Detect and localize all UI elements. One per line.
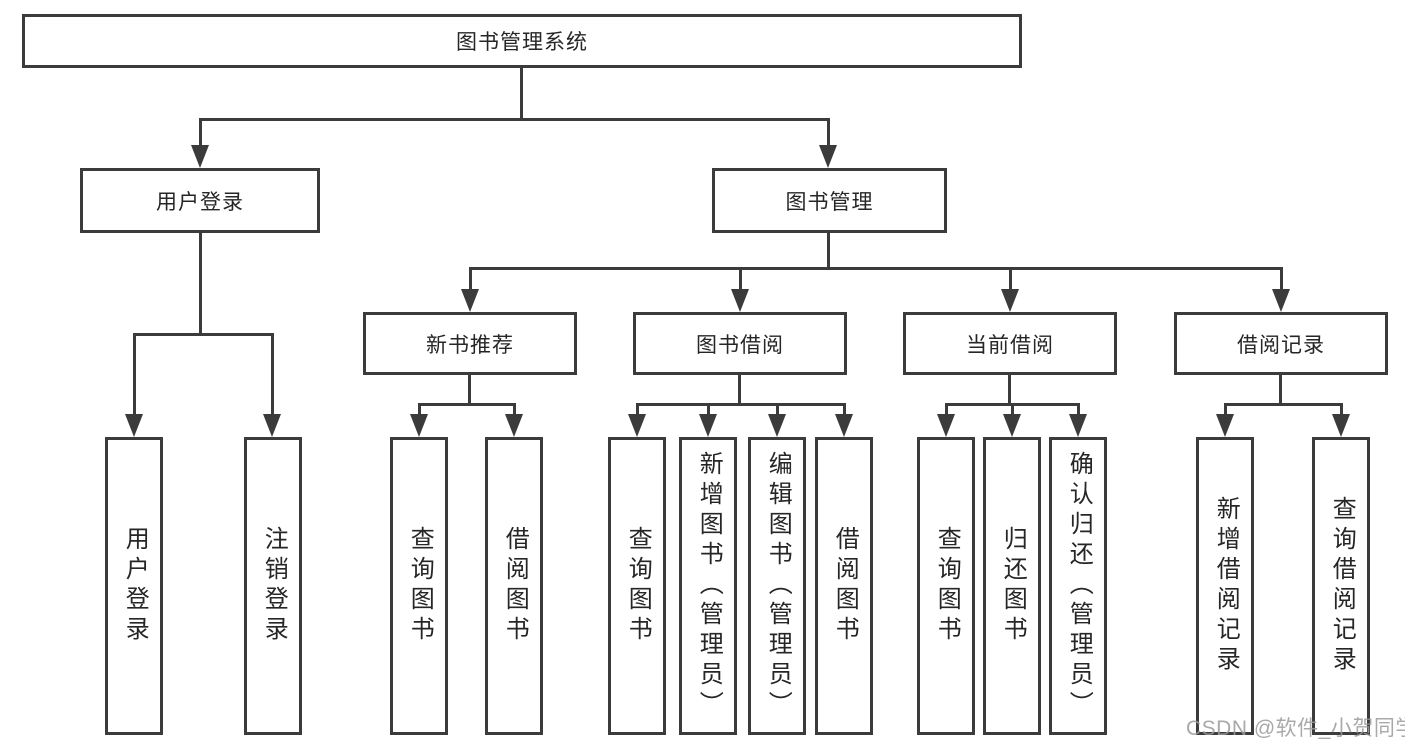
connector-drop <box>418 403 421 419</box>
connector-drop <box>843 403 846 419</box>
arrowhead-down-icon <box>1272 289 1290 312</box>
connector-crossbar <box>1224 403 1343 406</box>
arrowhead-down-icon <box>125 414 143 437</box>
leaf-user-login: 用户登录 <box>105 437 163 735</box>
connector-drop <box>739 267 742 294</box>
arrowhead-down-icon <box>410 414 428 437</box>
node-label: 归还图书 <box>999 526 1027 646</box>
node-label: 图书管理 <box>785 190 874 214</box>
arrowhead-down-icon <box>835 414 853 437</box>
node-current-borrowing: 当前借阅 <box>903 312 1117 375</box>
arrowhead-down-icon <box>819 145 837 168</box>
leaf-add-book-admin: 新增图书（管理员） <box>679 437 737 735</box>
connector-crossbar <box>418 403 516 406</box>
node-label: 查询图书 <box>406 526 434 646</box>
arrowhead-down-icon <box>263 414 281 437</box>
node-label: 编辑图书（管理员） <box>764 451 792 721</box>
node-book-management: 图书管理 <box>712 168 947 233</box>
leaf-query-borrow-record: 查询借阅记录 <box>1312 437 1370 735</box>
connector-crossbar <box>199 118 830 121</box>
node-new-book-recommend: 新书推荐 <box>363 312 577 375</box>
leaf-logout: 注销登录 <box>244 437 302 735</box>
arrowhead-down-icon <box>505 414 523 437</box>
node-label: 用户登录 <box>121 526 149 646</box>
connector-drop <box>1077 403 1080 419</box>
arrowhead-down-icon <box>1001 289 1019 312</box>
connector-drop <box>1009 267 1012 294</box>
connector-crossbar <box>636 403 846 406</box>
leaf-query-books-current: 查询图书 <box>917 437 975 735</box>
connector-drop <box>469 267 472 294</box>
node-label: 查询图书 <box>624 526 652 646</box>
connector-crossbar <box>133 333 274 336</box>
arrowhead-down-icon <box>937 414 955 437</box>
watermark: CSDN @软件_小贺同学 <box>1186 717 1405 740</box>
node-label: 当前借阅 <box>966 333 1054 357</box>
arrowhead-down-icon <box>1003 414 1021 437</box>
leaf-query-books-recommend: 查询图书 <box>390 437 448 735</box>
connector-drop <box>271 333 274 417</box>
connector-stem <box>738 375 741 406</box>
leaf-confirm-return-admin: 确认归还（管理员） <box>1049 437 1107 735</box>
connector-drop <box>827 118 830 150</box>
node-label: 新增借阅记录 <box>1212 496 1240 676</box>
node-label: 图书管理系统 <box>456 31 588 54</box>
leaf-edit-book-admin: 编辑图书（管理员） <box>748 437 806 735</box>
connector-drop <box>707 403 710 419</box>
node-book-borrowing: 图书借阅 <box>633 312 847 375</box>
arrowhead-down-icon <box>699 414 717 437</box>
connector-stem <box>827 233 830 270</box>
arrowhead-down-icon <box>768 414 786 437</box>
connector-stem <box>468 375 471 406</box>
connector-drop <box>1224 403 1227 419</box>
connector-drop <box>513 403 516 419</box>
leaf-add-borrow-record: 新增借阅记录 <box>1196 437 1254 735</box>
connector-drop <box>776 403 779 419</box>
leaf-borrow-books: 借阅图书 <box>815 437 873 735</box>
node-label: 图书借阅 <box>696 333 784 357</box>
node-label: 借阅图书 <box>501 526 529 646</box>
arrowhead-down-icon <box>1332 414 1350 437</box>
arrowhead-down-icon <box>731 289 749 312</box>
node-user-login: 用户登录 <box>80 168 320 233</box>
node-label: 借阅记录 <box>1237 333 1325 357</box>
connector-drop <box>199 118 202 150</box>
leaf-return-book: 归还图书 <box>983 437 1041 735</box>
node-root-system: 图书管理系统 <box>22 14 1022 68</box>
node-label: 新增图书（管理员） <box>695 451 723 721</box>
connector-stem <box>1279 375 1282 406</box>
connector-drop <box>945 403 948 419</box>
node-borrowing-records: 借阅记录 <box>1174 312 1388 375</box>
arrowhead-down-icon <box>628 414 646 437</box>
arrowhead-down-icon <box>461 289 479 312</box>
connector-drop <box>1280 267 1283 294</box>
node-label: 新书推荐 <box>426 333 514 357</box>
connector-drop <box>1011 403 1014 419</box>
arrowhead-down-icon <box>191 145 209 168</box>
leaf-borrow-books-recommend: 借阅图书 <box>485 437 543 735</box>
node-label: 确认归还（管理员） <box>1065 451 1093 721</box>
node-label: 查询借阅记录 <box>1328 496 1356 676</box>
arrowhead-down-icon <box>1216 414 1234 437</box>
leaf-query-books-borrow: 查询图书 <box>608 437 666 735</box>
connector-crossbar <box>469 267 1283 270</box>
connector-drop <box>636 403 639 419</box>
connector-stem <box>199 233 202 336</box>
arrowhead-down-icon <box>1069 414 1087 437</box>
node-label: 注销登录 <box>260 526 288 646</box>
connector-drop <box>133 333 136 417</box>
node-label: 用户登录 <box>156 190 244 214</box>
connector-stem <box>520 68 523 120</box>
node-label: 借阅图书 <box>831 526 859 646</box>
connector-drop <box>1340 403 1343 419</box>
connector-stem <box>1008 375 1011 406</box>
node-label: 查询图书 <box>933 526 961 646</box>
